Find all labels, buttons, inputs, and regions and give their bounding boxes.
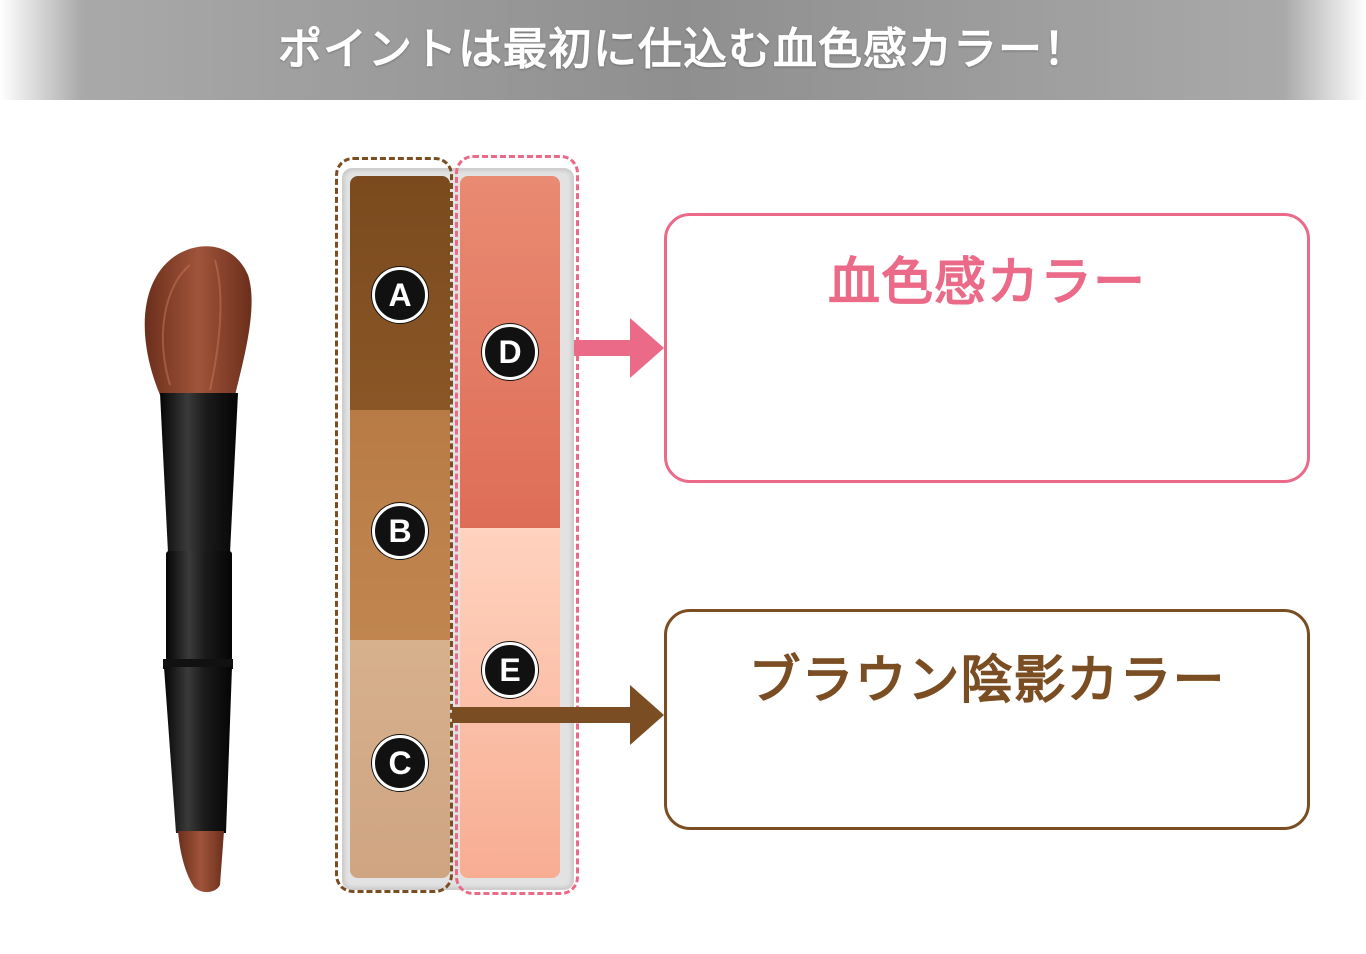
badge-c: C xyxy=(372,735,428,791)
pink-arrow-icon xyxy=(630,318,664,378)
blush-color-title: 血色感カラー xyxy=(827,253,1146,313)
badge-e: E xyxy=(482,642,538,698)
brown-shadow-title: ブラウン陰影カラー xyxy=(748,651,1226,711)
brown-shadow-callout: ブラウン陰影カラー xyxy=(664,609,1310,830)
brown-arrow-icon xyxy=(630,685,664,745)
pink-group-outline xyxy=(455,155,579,895)
pink-arrow-shaft xyxy=(574,340,636,356)
brown-group-outline xyxy=(335,157,453,893)
page-title: ポイントは最初に仕込む血色感カラー！ xyxy=(278,24,1088,75)
shadow-pan-e xyxy=(460,528,560,878)
badge-b: B xyxy=(372,503,428,559)
brown-arrow-shaft xyxy=(452,707,636,723)
blush-color-callout: 血色感カラー xyxy=(664,213,1310,483)
badge-d: D xyxy=(482,324,538,380)
badge-a: A xyxy=(372,267,428,323)
makeup-brush-icon xyxy=(144,246,252,893)
header-banner: ポイントは最初に仕込む血色感カラー！ xyxy=(0,0,1366,100)
